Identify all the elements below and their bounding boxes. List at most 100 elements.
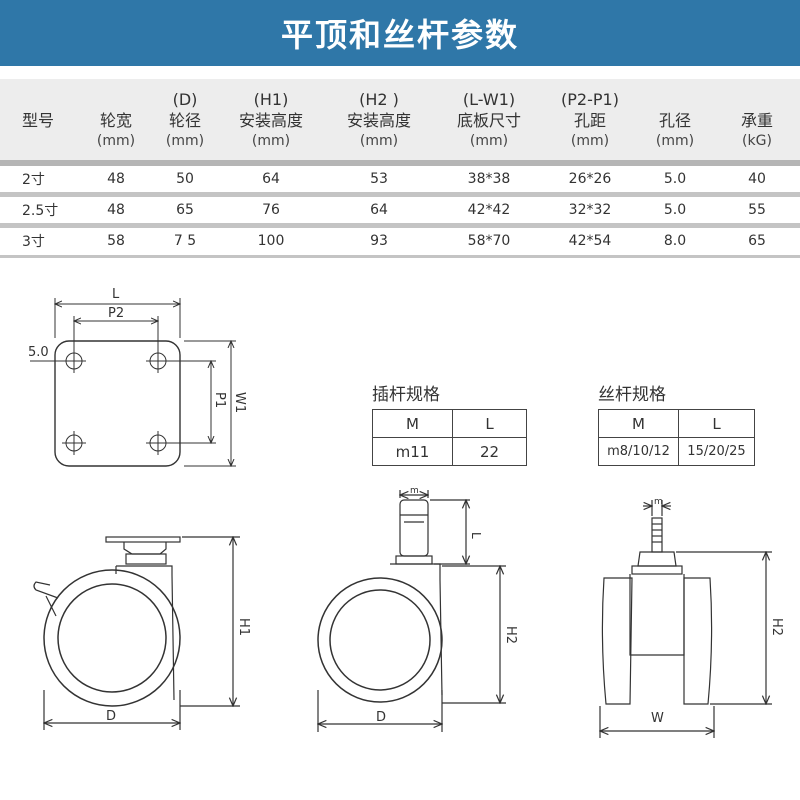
header-name: 孔距 bbox=[573, 111, 606, 130]
header-unit: (mm) bbox=[469, 133, 509, 149]
header-unit: (kG) bbox=[742, 133, 772, 149]
table-cell: 42*42 bbox=[434, 194, 544, 228]
insert-spec-table: M L m11 22 bbox=[372, 409, 527, 466]
column-header: (D) 轮径 (mm) bbox=[152, 79, 218, 166]
dim-label-h2-1: H2 bbox=[503, 626, 518, 644]
insert-spec-title: 插杆规格 bbox=[372, 385, 440, 405]
wheel-outer-2 bbox=[317, 577, 443, 703]
table-cell: 64 bbox=[218, 163, 324, 197]
table-cell: 38*38 bbox=[434, 163, 544, 197]
header-unit: (mm) bbox=[165, 133, 205, 149]
dim-label-h1: H1 bbox=[236, 618, 251, 636]
dim-label-p2: P2 bbox=[108, 306, 124, 321]
column-header: (L-W1) 底板尺寸 (mm) bbox=[434, 79, 544, 166]
wheel-right bbox=[683, 577, 713, 705]
table-cell: 48 bbox=[80, 163, 152, 197]
table-cell: 50 bbox=[152, 163, 218, 197]
header-unit: (mm) bbox=[251, 133, 291, 149]
column-header: (H1)安装高度(mm) bbox=[218, 79, 324, 166]
table-cell: 3寸 bbox=[0, 225, 80, 258]
insert-stem bbox=[399, 499, 429, 557]
table-cell: 40 bbox=[714, 163, 800, 197]
insert-spec-value-m: m11 bbox=[372, 437, 453, 466]
table-cell: 8.0 bbox=[636, 225, 714, 258]
wheel-inner-2 bbox=[329, 589, 431, 691]
table-cell: 64 bbox=[324, 194, 434, 228]
header-name: 型号 bbox=[22, 111, 55, 130]
header-name: 孔径 bbox=[658, 111, 691, 130]
header-top: (D) bbox=[172, 90, 198, 109]
column-header: 承重 (kG) bbox=[714, 79, 800, 166]
thread-spec-header-m: M bbox=[598, 409, 679, 438]
dim-label-l-2: L bbox=[469, 532, 483, 539]
header-top: (L-W1) bbox=[462, 90, 516, 109]
wheel-outer bbox=[43, 569, 181, 707]
table-cell: 93 bbox=[324, 225, 434, 258]
dim-label-l: L bbox=[112, 287, 120, 302]
thread-spec-value-m: m8/10/12 bbox=[598, 437, 679, 466]
column-header: 轮宽(mm) bbox=[80, 79, 152, 166]
thread-spec-value-l: 15/20/25 bbox=[678, 437, 755, 466]
top-plate bbox=[105, 536, 181, 543]
column-header: (H2 )安装高度(mm) bbox=[324, 79, 434, 166]
header-top: (P2-P1) bbox=[561, 90, 619, 109]
bolt-hole-br bbox=[146, 431, 170, 455]
spec-table: 型号 轮宽(mm)(D)轮径(mm)(H1)安装高度(mm)(H2 )安装高度(… bbox=[0, 79, 800, 258]
table-cell: 26*26 bbox=[544, 163, 636, 197]
table-cell: 65 bbox=[714, 225, 800, 258]
thread-spec-header-l: L bbox=[678, 409, 755, 438]
table-cell: 5.0 bbox=[636, 163, 714, 197]
bolt-hole-tl bbox=[62, 349, 86, 373]
table-cell: 2寸 bbox=[0, 163, 80, 197]
dim-label-d-2: D bbox=[376, 710, 386, 725]
table-header-row: 型号 轮宽(mm)(D)轮径(mm)(H1)安装高度(mm)(H2 )安装高度(… bbox=[0, 79, 800, 166]
dim-label-w: W bbox=[651, 711, 664, 726]
mounting-plate-drawing bbox=[30, 298, 236, 466]
dim-label-hole: 5.0 bbox=[28, 345, 49, 360]
thread-caster-drawing bbox=[600, 500, 772, 738]
plate-outline bbox=[54, 340, 181, 467]
table-cell: 58*70 bbox=[434, 225, 544, 258]
insert-spec: 插杆规格 M L m11 22 bbox=[372, 380, 527, 466]
header-name: 轮宽 bbox=[99, 111, 132, 130]
brake-pedal bbox=[33, 581, 59, 599]
column-header: 型号 bbox=[0, 79, 80, 166]
hex-nut bbox=[637, 551, 677, 567]
insert-spec-value-l: 22 bbox=[452, 437, 527, 466]
header-top: (H1) bbox=[253, 90, 289, 109]
table-cell: 100 bbox=[218, 225, 324, 258]
table-cell: 32*32 bbox=[544, 194, 636, 228]
table-cell: 65 bbox=[152, 194, 218, 228]
header-name: 底板尺寸 bbox=[456, 111, 521, 130]
dim-label-w1: W1 bbox=[232, 392, 247, 413]
column-header: 孔径 (mm) bbox=[636, 79, 714, 166]
plate-caster-drawing bbox=[33, 536, 240, 730]
insert-spec-header-m: M bbox=[372, 409, 453, 438]
dim-label-p1: P1 bbox=[212, 392, 227, 408]
table-cell: 2.5寸 bbox=[0, 194, 80, 228]
wheel-left bbox=[601, 577, 633, 705]
thread-spec-table: M L m8/10/12 15/20/25 bbox=[598, 409, 755, 466]
table-cell: 53 bbox=[324, 163, 434, 197]
table-cell: 5.0 bbox=[636, 194, 714, 228]
table-cell: 76 bbox=[218, 194, 324, 228]
header-unit: (mm) bbox=[359, 133, 399, 149]
header-unit: (mm) bbox=[655, 133, 695, 149]
header-name: 轮径 bbox=[168, 111, 201, 130]
bolt-hole-bl bbox=[62, 431, 86, 455]
header-name: 承重 bbox=[740, 111, 773, 130]
swivel-bearing bbox=[123, 542, 167, 555]
thread-spec-title: 丝杆规格 bbox=[598, 385, 666, 405]
column-header: (P2-P1) 孔距 (mm) bbox=[544, 79, 636, 166]
header-unit: (mm) bbox=[570, 133, 610, 149]
table-cell: 7 5 bbox=[152, 225, 218, 258]
stem-caster-drawing bbox=[318, 490, 506, 732]
header-name: 安装高度 bbox=[346, 111, 411, 130]
table-cell: 42*54 bbox=[544, 225, 636, 258]
table-cell: 48 bbox=[80, 194, 152, 228]
